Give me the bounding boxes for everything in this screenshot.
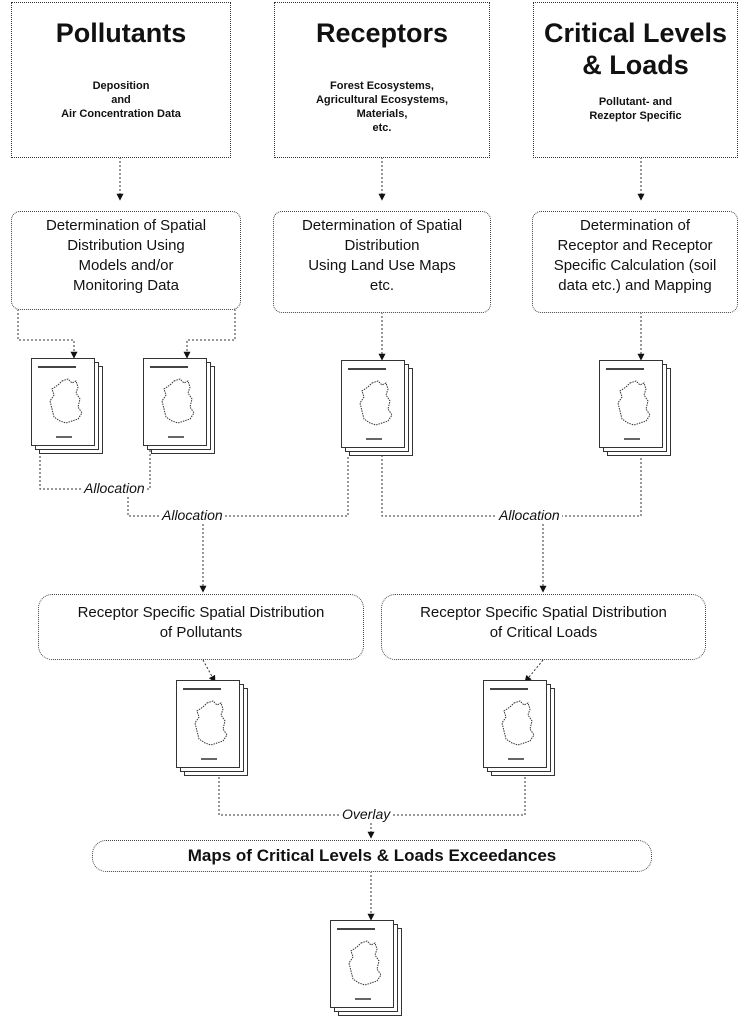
map-page — [483, 680, 547, 768]
map-stack-deposition — [31, 358, 111, 458]
receptor-distribution-line-2: Distribution — [344, 237, 420, 254]
map-page — [341, 360, 405, 448]
map-page — [31, 358, 95, 446]
critical-determination-line-4: data etc.) and Mapping — [558, 277, 712, 294]
critical-levels-box: Critical Levels & Loads Pollutant- and R… — [533, 2, 738, 158]
map-stack-receptors — [341, 360, 421, 460]
map-stack-critical-spatial — [483, 680, 563, 780]
pollutants-sub-line-3: Air Concentration Data — [61, 108, 181, 120]
pollutant-distribution-box: Determination of Spatial Distribution Us… — [11, 211, 241, 310]
critical-determination-line-2: Receptor and Receptor — [557, 237, 713, 254]
germany-map-icon — [348, 368, 393, 440]
pollutants-spatial-line-2: of Pollutants — [159, 624, 243, 641]
germany-map-icon — [38, 366, 83, 438]
receptor-distribution-box: Determination of Spatial Distribution Us… — [273, 211, 491, 313]
germany-map-icon — [150, 366, 195, 438]
map-stack-exceedances — [330, 920, 410, 1020]
receptors-box: Receptors Forest Ecosystems, Agricultura… — [274, 2, 490, 158]
receptors-sub-line-1: Forest Ecosystems, — [330, 80, 434, 92]
critical-sub-line-1: Pollutant- and — [598, 96, 673, 108]
critical-spatial-line-1: Receptor Specific Spatial Distribution — [420, 604, 667, 621]
map-page — [330, 920, 394, 1008]
pollutant-distribution-line-1: Determination of Spatial — [45, 217, 207, 234]
critical-determination-line-1: Determination of — [579, 217, 691, 234]
receptors-title: Receptors — [315, 18, 449, 48]
exceedances-text: Maps of Critical Levels & Loads Exceedan… — [187, 846, 557, 865]
line-to-map-1 — [17, 309, 78, 359]
pollutants-sub-line-1: Deposition — [92, 80, 150, 92]
critical-determination-line-3: Specific Calculation (soil — [553, 257, 717, 274]
arrow-to-map-5 — [202, 659, 216, 683]
receptor-distribution-line-1: Determination of Spatial — [301, 217, 463, 234]
overlay-label: Overlay — [340, 806, 393, 822]
arrow-to-map-6 — [524, 659, 544, 683]
critical-title-line-2: & Loads — [582, 50, 689, 80]
line-to-map-2 — [183, 309, 236, 359]
germany-map-icon — [337, 928, 382, 1000]
critical-sub-line-2: Rezeptor Specific — [589, 110, 682, 122]
line-overlay — [218, 773, 526, 816]
pollutant-distribution-line-4: Monitoring Data — [73, 277, 179, 294]
allocation-label-3: Allocation — [497, 507, 562, 523]
critical-spatial-box: Receptor Specific Spatial Distribution o… — [381, 594, 706, 660]
receptors-sub-line-4: etc. — [372, 122, 392, 134]
receptor-distribution-line-3: Using Land Use Maps — [308, 257, 456, 274]
receptors-sub-line-3: Materials, — [356, 108, 408, 120]
allocation-label-2: Allocation — [160, 507, 225, 523]
pollutant-distribution-line-2: Distribution Using — [67, 237, 185, 254]
map-page — [176, 680, 240, 768]
critical-title-line-1: Critical Levels — [543, 18, 728, 48]
critical-spatial-line-2: of Critical Loads — [489, 624, 598, 641]
pollutants-spatial-box: Receptor Specific Spatial Distribution o… — [38, 594, 364, 660]
map-stack-concentration — [143, 358, 223, 458]
allocation-label-1: Allocation — [82, 480, 147, 496]
exceedances-box: Maps of Critical Levels & Loads Exceedan… — [92, 840, 652, 872]
map-page — [599, 360, 663, 448]
germany-map-icon — [183, 688, 228, 760]
map-stack-critical-loads — [599, 360, 679, 460]
critical-determination-box: Determination of Receptor and Receptor S… — [532, 211, 738, 313]
pollutants-sub-line-2: and — [111, 94, 131, 106]
map-page — [143, 358, 207, 446]
receptors-sub-line-2: Agricultural Ecosystems, — [315, 94, 449, 106]
map-stack-pollutants-spatial — [176, 680, 256, 780]
germany-map-icon — [606, 368, 651, 440]
line-allocation-2 — [127, 455, 349, 517]
pollutants-spatial-line-1: Receptor Specific Spatial Distribution — [77, 604, 325, 621]
pollutants-box: Pollutants Deposition and Air Concentrat… — [11, 2, 231, 158]
receptor-distribution-line-4: etc. — [369, 277, 395, 294]
germany-map-icon — [490, 688, 535, 760]
pollutants-title: Pollutants — [55, 18, 187, 48]
pollutant-distribution-line-3: Models and/or — [78, 257, 174, 274]
